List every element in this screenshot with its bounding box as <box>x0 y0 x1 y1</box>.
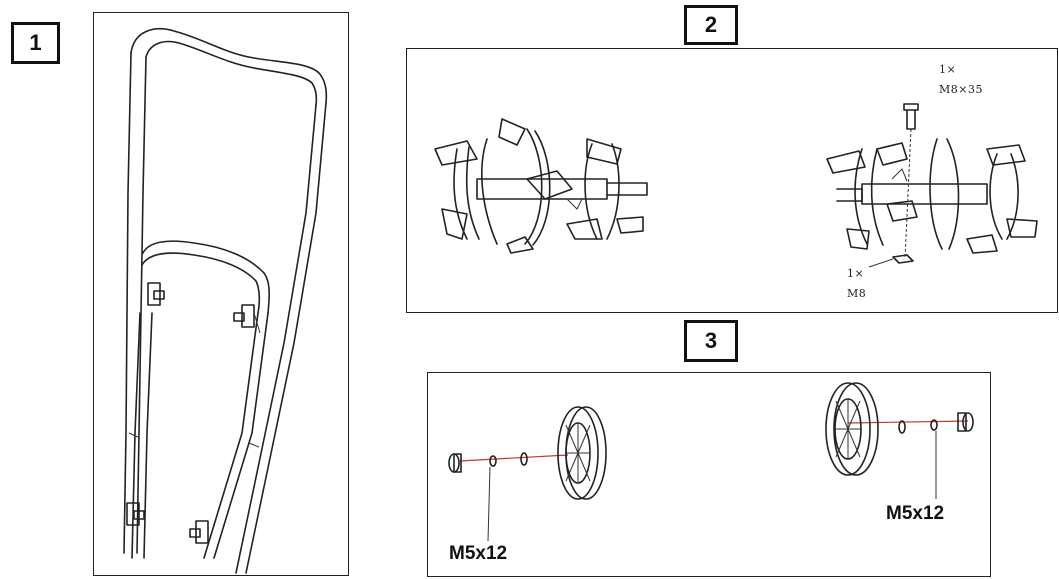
nut-leader-line <box>868 258 894 268</box>
bolt-axis-line <box>904 128 912 260</box>
left-axle-line <box>459 454 569 462</box>
left-screw-leader-line <box>487 466 491 542</box>
left-screw-label: M5x12 <box>449 543 508 564</box>
washer-icon <box>489 452 528 467</box>
nut-quantity-label: 1× <box>847 267 865 280</box>
bolt-icon <box>903 103 919 130</box>
step-2-panel: 1× M8×35 1× M8 <box>406 48 1058 313</box>
bolt-quantity-label: 1× <box>939 63 957 76</box>
wheel-icon <box>557 406 607 500</box>
washer-icon <box>898 419 938 434</box>
nut-size-label: M8 <box>847 287 867 300</box>
step-3-number: 3 <box>684 320 738 362</box>
tiller-tine-icon <box>826 138 1038 254</box>
bolt-size-label: M8×35 <box>939 83 983 96</box>
step-2-number: 2 <box>684 5 738 45</box>
right-axle-line <box>847 420 969 424</box>
step-1-panel <box>93 12 349 576</box>
right-screw-label: M5x12 <box>886 503 945 524</box>
step-1-number: 1 <box>11 22 60 64</box>
hub-cap-icon <box>448 453 462 473</box>
wheel-icon <box>825 382 879 476</box>
tiller-tine-icon <box>434 118 648 254</box>
hub-cap-icon <box>957 412 974 432</box>
step-3-panel: M5x12 M5x12 <box>427 372 991 577</box>
handle-frame-icon <box>123 28 328 574</box>
nut-icon <box>892 254 914 264</box>
